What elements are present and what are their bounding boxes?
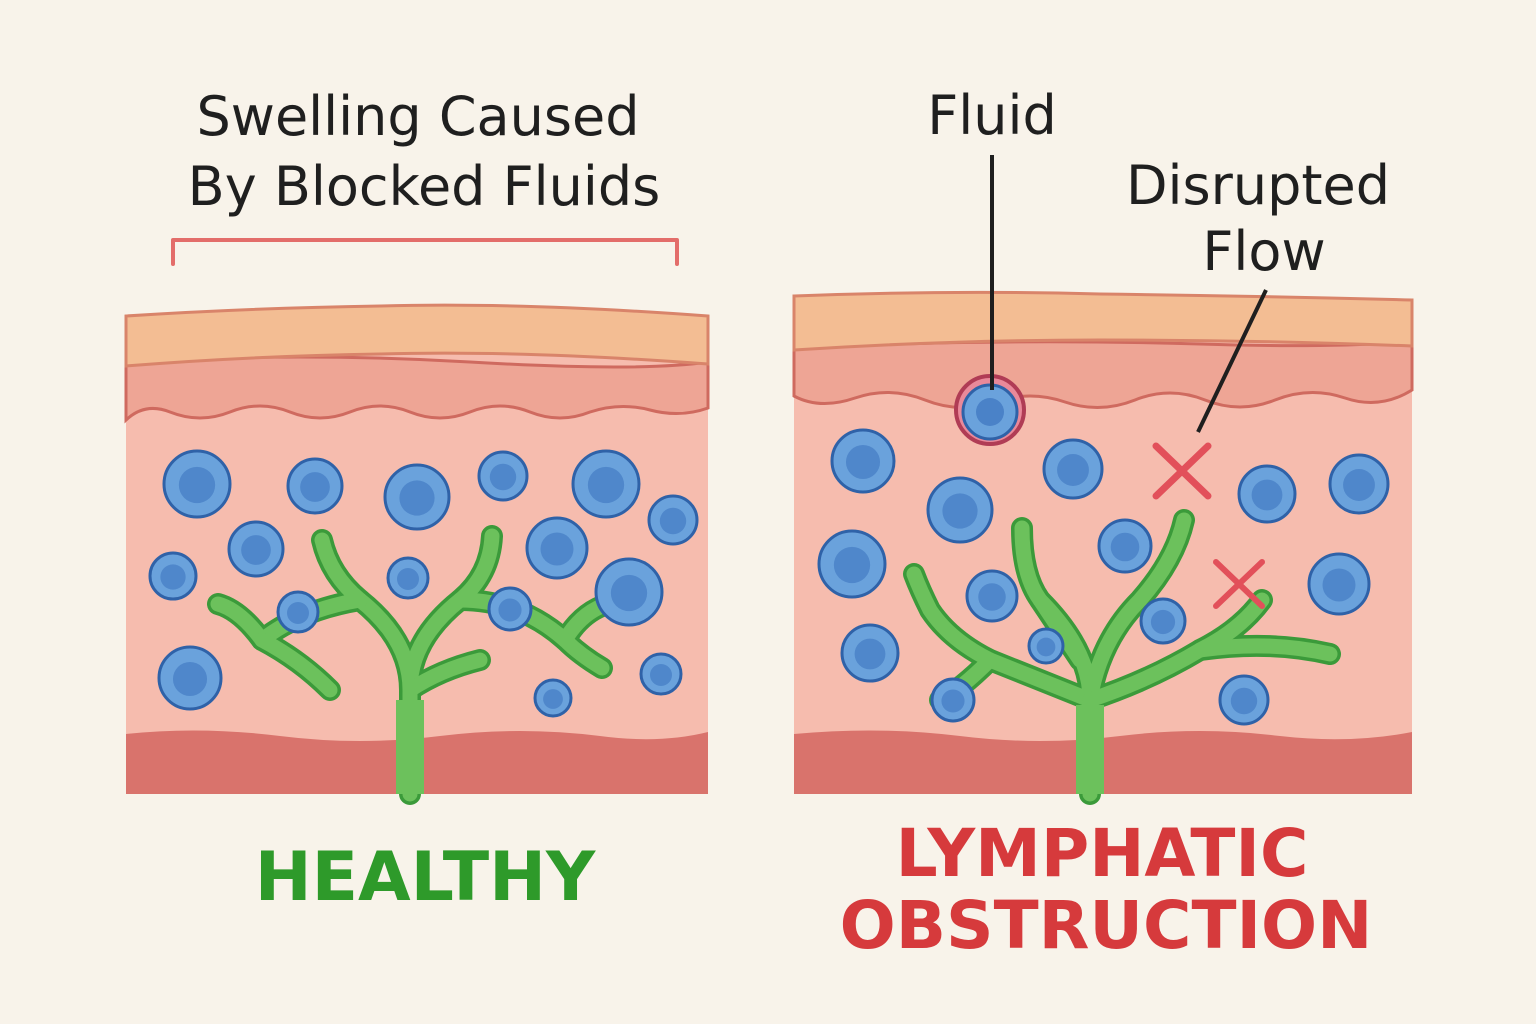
disrupted-label-line2: Flow	[1202, 220, 1325, 283]
cell-icon	[594, 557, 664, 627]
cell-icon	[571, 449, 641, 519]
disrupted-label-line1: Disrupted	[1126, 154, 1390, 217]
cell-icon	[830, 428, 896, 494]
cell-icon	[965, 569, 1019, 623]
cell-icon	[157, 645, 223, 711]
cell-icon	[1027, 627, 1065, 665]
cell-icon	[477, 450, 529, 502]
cell-icon	[383, 463, 451, 531]
cell-icon	[817, 529, 887, 599]
cell-icon	[639, 652, 683, 696]
healthy-epidermis	[124, 303, 710, 368]
cell-icon	[286, 457, 344, 515]
cell-icon	[930, 677, 976, 723]
healthy-tissue	[126, 318, 708, 794]
healthy-caption: HEALTHY	[255, 838, 596, 917]
fluid-label: Fluid	[927, 84, 1057, 147]
swelling-bracket	[171, 238, 679, 266]
cell-icon	[1237, 464, 1297, 524]
obstruction-cells	[817, 428, 1390, 726]
healthy-cells	[148, 449, 699, 718]
obstruction-caption-line1: LYMPHATIC	[896, 815, 1309, 892]
cell-icon	[525, 516, 589, 580]
obstruction-caption-line2: OBSTRUCTION	[840, 887, 1373, 964]
cell-icon	[276, 590, 320, 634]
cell-icon	[487, 586, 533, 632]
obstruction-epidermis	[792, 290, 1414, 352]
cell-icon	[1097, 518, 1153, 574]
cell-icon	[1328, 453, 1390, 515]
swelling-label-line2: By Blocked Fluids	[188, 155, 661, 218]
cell-icon	[1042, 438, 1104, 500]
x-mark-icon	[1213, 559, 1265, 609]
cell-icon	[386, 556, 430, 600]
cell-icon	[533, 678, 573, 718]
cell-icon	[1307, 552, 1371, 616]
disrupted-leader-line	[1196, 289, 1268, 433]
cell-icon	[840, 623, 900, 683]
cell-icon	[647, 494, 699, 546]
obstruction-dermis	[792, 340, 1414, 410]
healthy-dermis	[124, 355, 710, 424]
obstruction-panel	[792, 290, 1414, 805]
cell-icon	[1139, 597, 1187, 645]
healthy-panel	[124, 303, 710, 805]
cell-icon	[1218, 674, 1270, 726]
swelling-label-line1: Swelling Caused	[197, 85, 640, 148]
cell-icon	[227, 520, 285, 578]
x-mark-icon	[1152, 442, 1212, 500]
cell-icon	[162, 449, 232, 519]
cell-icon	[926, 476, 994, 544]
fluid-cell	[954, 374, 1026, 446]
cell-icon	[148, 551, 198, 601]
